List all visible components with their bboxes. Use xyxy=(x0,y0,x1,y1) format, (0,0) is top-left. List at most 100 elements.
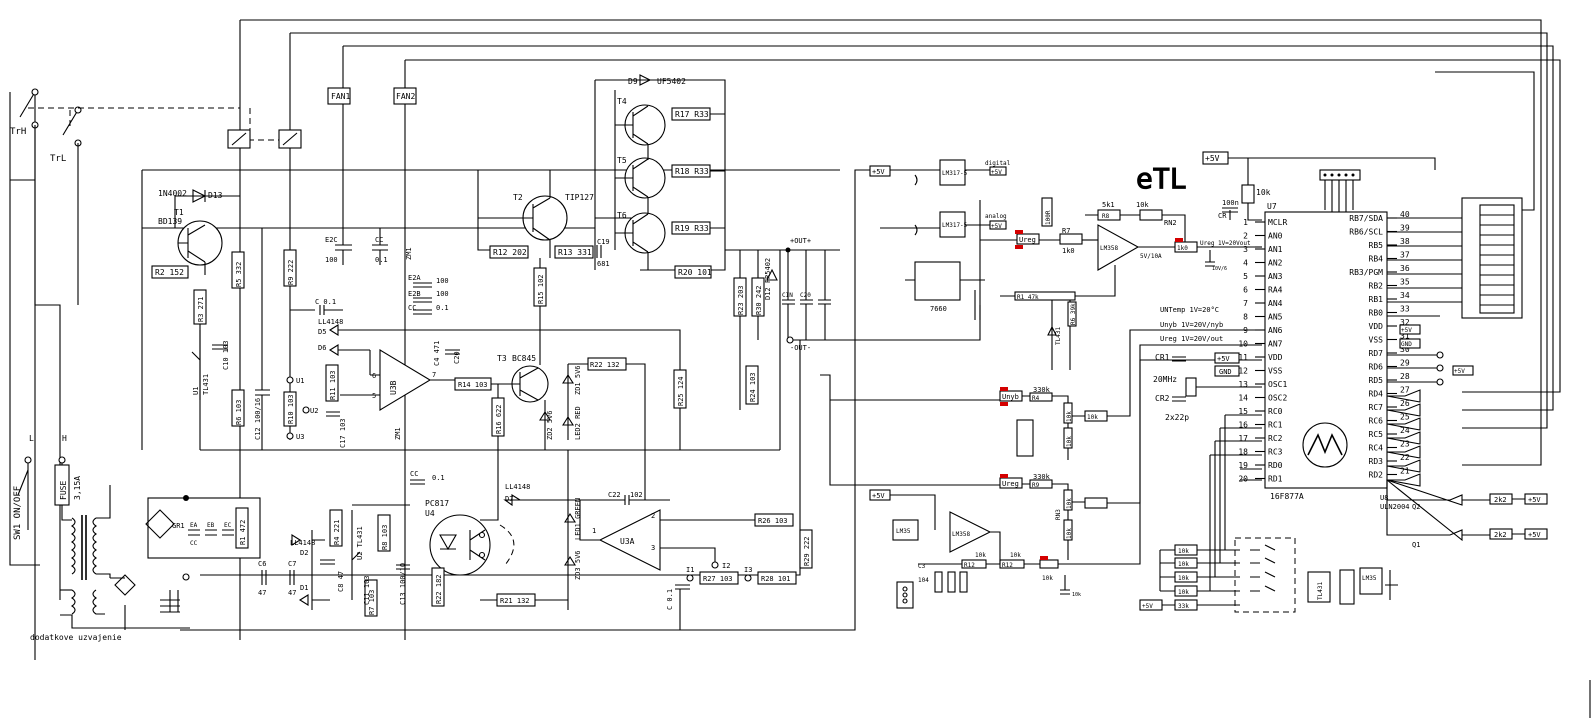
r6-label: R6 103 xyxy=(235,400,243,425)
r4-ref: R4 xyxy=(1032,395,1040,402)
mcu-pin-name: RD2 xyxy=(1369,471,1384,480)
r1-label: R1 472 xyxy=(239,520,247,545)
mains-section: TrH TrL L H SW1 ON/OFF FUSE 3,15A dodatk… xyxy=(9,88,240,660)
r7-ref: R7 xyxy=(1062,227,1070,235)
e2a-label: E2A xyxy=(408,274,421,282)
cc3-label: CC xyxy=(410,470,418,478)
mcu-pin-number: 2 xyxy=(1243,232,1248,241)
tap-l-label: L xyxy=(29,434,34,443)
d12-label: D12 FR5402 xyxy=(764,258,772,300)
mcu-pin-name: RD4 xyxy=(1369,390,1384,399)
top-bus-wires xyxy=(239,19,1561,466)
mcu-pin-name: RB2 xyxy=(1369,282,1384,291)
mcu-gnd-tag-c: GND xyxy=(1401,341,1412,348)
i3-label: I3 xyxy=(744,566,752,574)
r33k-label: 33k xyxy=(1178,603,1189,610)
c8-label: C8 47 xyxy=(337,571,345,592)
d7-ref: D7 xyxy=(505,495,513,503)
r20-label: R20 101 xyxy=(678,268,712,277)
mcu-gnd-tag: GND xyxy=(1219,368,1232,376)
mcu-pin-number: 9 xyxy=(1243,326,1248,335)
r19-label: R19 R33 xyxy=(675,224,709,233)
r9-label: R9 222 xyxy=(287,260,295,285)
lm317b-label: LM317-5 xyxy=(942,222,968,229)
ureg-resistor: Ureg xyxy=(1002,480,1019,488)
mcu-pin-number: 11 xyxy=(1238,353,1248,362)
pc817-optocoupler xyxy=(429,514,491,576)
tap-h-label: H xyxy=(62,434,67,443)
mcu-pin-number: 22 xyxy=(1400,453,1410,462)
c22-label: C22 xyxy=(608,491,621,499)
lm35-sensor-a xyxy=(892,519,919,541)
d1-ref: D1 xyxy=(300,584,308,592)
plus5v-1: +5V xyxy=(991,169,1002,176)
mcu-pin-number: 5 xyxy=(1243,272,1248,281)
rk4-label: 10k xyxy=(1066,498,1073,509)
r100r-label: 100R xyxy=(1045,210,1052,225)
mcu-pin-number: 36 xyxy=(1400,264,1410,273)
xtal-label: 20MHz xyxy=(1153,375,1177,384)
zd2-label: ZD2 5V6 xyxy=(546,410,554,440)
fuse-value: 3,15A xyxy=(73,476,82,500)
led1-label: LED1 GREEN xyxy=(574,498,582,540)
d6-ref: D6 xyxy=(318,344,326,352)
r4-label: R4 221 xyxy=(333,520,341,545)
rk4-mcu: 10k xyxy=(1178,589,1189,596)
r28-label: R28 101 xyxy=(761,575,791,583)
zm1-label: ZM1 xyxy=(405,247,413,260)
an-label-reg: Ureg 1V=20V/out xyxy=(1160,335,1223,343)
d-out2-label: 2k2 xyxy=(1494,531,1507,539)
rk1-label: 10k xyxy=(1066,411,1073,422)
plus5v-2: +5V xyxy=(991,223,1002,230)
rn3-label: RN3 xyxy=(1055,509,1062,520)
r1-47k-label: R1 47k xyxy=(1017,294,1039,301)
fan2-label: FAN2 xyxy=(396,92,415,101)
d5-ref: D5 xyxy=(318,328,326,336)
mcu-pin-name: VDD xyxy=(1268,353,1283,362)
plus5v-3: +5V xyxy=(872,492,885,500)
r10-label: R10 103 xyxy=(287,394,295,424)
rk2-label: 10k xyxy=(1066,436,1073,447)
r2-label: R2 152 xyxy=(155,268,184,277)
d-out1-label: 2k2 xyxy=(1494,496,1507,504)
c20b-label: C20 xyxy=(453,351,461,364)
rails xyxy=(141,169,1000,631)
mcu-pin-name: VSS xyxy=(1268,367,1283,376)
ec-label: EC xyxy=(224,522,232,529)
mcu-pin-number: 13 xyxy=(1238,380,1248,389)
mcu-pin-number: 6 xyxy=(1243,286,1248,295)
cr2-label: CR2 xyxy=(1155,394,1170,403)
mcu-pin-name: RC1 xyxy=(1268,421,1283,430)
r13-label: R13 331 xyxy=(558,248,592,257)
lm35-label: LM35 xyxy=(896,528,911,535)
mcu-pin-number: 15 xyxy=(1238,407,1248,416)
r7-label: R7 103 xyxy=(368,590,376,615)
r16-label: R16 622 xyxy=(495,404,503,434)
r12b-ref: R12 xyxy=(1002,562,1013,569)
c12-label: C12 100/16 xyxy=(254,398,262,440)
xcap-label: 2x22p xyxy=(1165,413,1189,422)
transformer-symbol xyxy=(60,485,190,629)
c3-value: 104 xyxy=(918,577,929,584)
u3b-pin7: 7 xyxy=(432,371,436,379)
mcu-pin-name: RD7 xyxy=(1369,349,1384,358)
u8-type: ULN2004 xyxy=(1380,503,1410,511)
d5-label: LL4148 xyxy=(318,318,343,326)
c6-label: C 0.1 xyxy=(315,298,336,306)
mcu-pin-name: AN0 xyxy=(1268,232,1283,241)
r8-label: R8 103 xyxy=(381,525,389,550)
mcu-pin-name: RD6 xyxy=(1369,363,1384,372)
lm35-mcu-label: LM35 xyxy=(1362,575,1377,582)
mcu-c100n: 100n xyxy=(1222,199,1239,207)
cc4-label: CC xyxy=(190,540,198,547)
zm1b-label: ZM1 xyxy=(394,427,402,440)
r5-label: R5 332 xyxy=(235,262,243,287)
cc2-label: CC xyxy=(408,304,416,312)
mcu-pin-number: 8 xyxy=(1243,313,1248,322)
ureg-diode: Ureg xyxy=(1019,236,1036,244)
e2b-value: 100 xyxy=(436,290,449,298)
plus5v-e2: +5V xyxy=(1528,531,1541,539)
r12-value: 10k xyxy=(975,552,986,559)
d2-label: LL4148 xyxy=(290,539,315,547)
